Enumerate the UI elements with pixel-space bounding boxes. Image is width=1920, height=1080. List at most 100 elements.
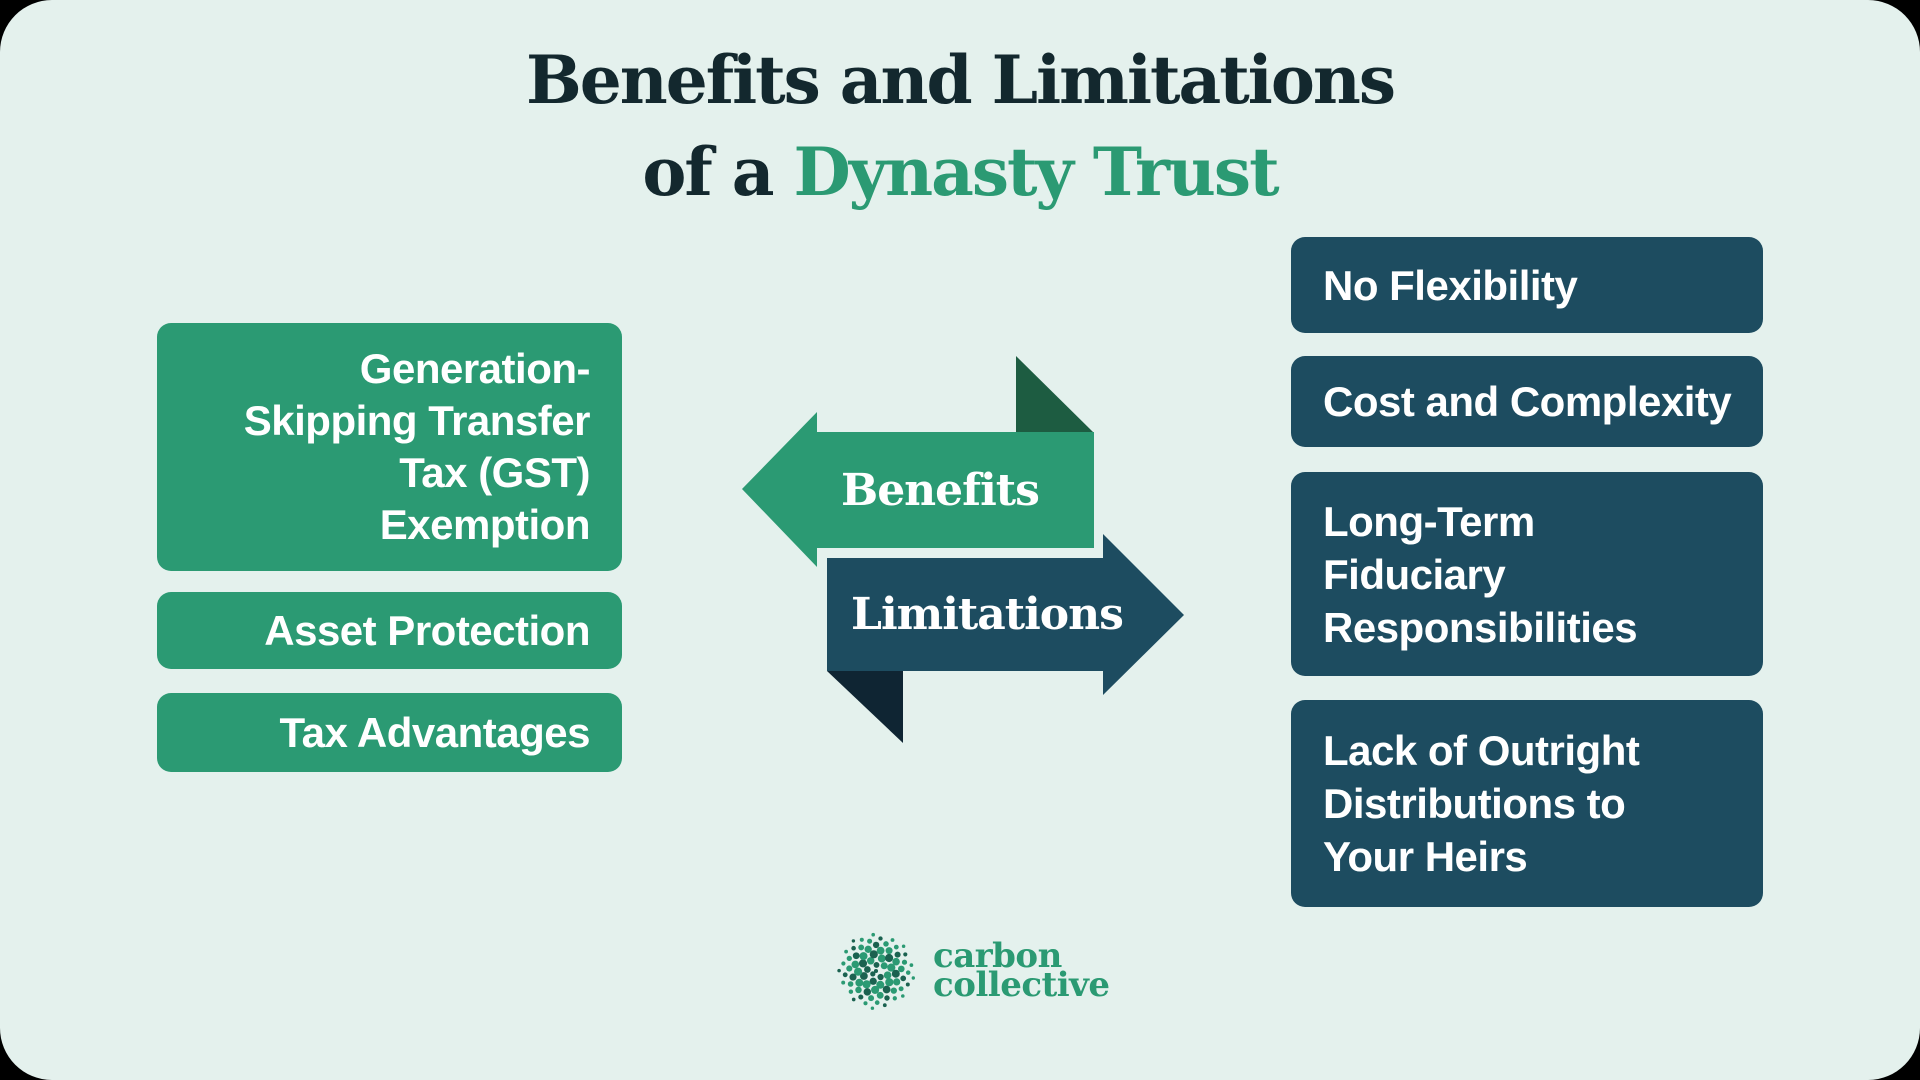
logo-dot bbox=[876, 980, 885, 989]
logo-dot bbox=[837, 968, 841, 973]
logo-dot bbox=[848, 989, 854, 994]
title-line-2-prefix: of a bbox=[642, 133, 794, 211]
logo-dot bbox=[877, 973, 884, 981]
logo-dot bbox=[882, 985, 891, 994]
logo-dot bbox=[885, 953, 894, 963]
logo-dot bbox=[873, 968, 879, 974]
logo-dot bbox=[867, 938, 873, 944]
title-accent: Dynasty Trust bbox=[793, 133, 1280, 211]
logo-dot bbox=[870, 1006, 875, 1010]
logo-dot bbox=[894, 951, 901, 958]
logo-dot bbox=[882, 1003, 887, 1008]
logo-dot bbox=[846, 965, 853, 972]
logo-dot bbox=[878, 936, 883, 941]
logo-dot bbox=[890, 938, 895, 942]
logo-dot bbox=[876, 991, 884, 999]
logo-dot bbox=[905, 970, 911, 975]
logo-dot bbox=[877, 954, 886, 963]
logo-dot bbox=[869, 977, 877, 985]
logo-dot bbox=[855, 986, 862, 994]
logo-dot bbox=[866, 957, 875, 965]
logo-dot bbox=[854, 967, 863, 976]
logo-dot bbox=[901, 959, 908, 965]
logo-dot bbox=[864, 966, 871, 973]
limitations-arrow-fold-icon bbox=[827, 671, 903, 743]
logo-dot bbox=[864, 945, 872, 953]
logo: carbon collective bbox=[834, 929, 1110, 1013]
text-line: Exemption bbox=[379, 501, 591, 548]
logo-dot bbox=[909, 963, 914, 967]
logo-dot bbox=[851, 945, 856, 951]
logo-text-line-1: carbon bbox=[933, 936, 1062, 976]
text-line: Long-Term bbox=[1323, 497, 1535, 545]
logo-dot bbox=[901, 994, 905, 998]
benefit-card-asset-protection: Asset Protection bbox=[157, 592, 622, 669]
page-title: Benefits and Limitations of a Dynasty Tr… bbox=[0, 34, 1920, 218]
logo-dot bbox=[884, 995, 890, 1001]
logo-sphere-icon bbox=[837, 932, 915, 1010]
text-line: Responsibilities bbox=[1323, 603, 1638, 651]
logo-dot bbox=[859, 937, 864, 942]
logo-text-line-2: collective bbox=[933, 965, 1110, 1005]
benefits-arrow-icon bbox=[742, 412, 1094, 567]
logo-dot bbox=[842, 972, 848, 978]
logo-dot bbox=[869, 950, 878, 959]
logo-dot bbox=[892, 957, 900, 966]
logo-dot bbox=[905, 982, 910, 987]
logo-dot bbox=[859, 952, 868, 961]
logo-dot bbox=[858, 994, 864, 1000]
logo-dot bbox=[893, 978, 901, 986]
logo-dot bbox=[851, 997, 856, 1002]
logo-dot bbox=[897, 965, 905, 973]
benefit-card-tax-advantages: Tax Advantages bbox=[157, 693, 622, 772]
logo-dot bbox=[901, 944, 906, 948]
limitation-card-no-flexibility: No Flexibility bbox=[1291, 237, 1763, 333]
text-line: Your Heirs bbox=[1323, 833, 1528, 880]
logo-dot bbox=[851, 960, 860, 969]
logo-dot bbox=[841, 961, 846, 966]
ribbon-arrows-graphic bbox=[742, 356, 1184, 743]
logo-dot bbox=[851, 939, 856, 943]
logo-dot bbox=[885, 947, 893, 955]
logo-dot bbox=[868, 995, 875, 1002]
logo-dot bbox=[876, 946, 885, 955]
text-line: Tax Advantages bbox=[279, 708, 591, 756]
limitations-column: No Flexibility Cost and Complexity Long-… bbox=[1291, 237, 1763, 907]
text-line: Cost and Complexity bbox=[1323, 378, 1732, 425]
logo-dot bbox=[880, 962, 888, 970]
logo-dot bbox=[871, 985, 880, 994]
text-line: Fiduciary bbox=[1323, 550, 1506, 598]
logo-dot bbox=[847, 981, 854, 987]
logo-dot bbox=[841, 980, 846, 985]
text-line: Asset Protection bbox=[264, 606, 590, 654]
text-line: Generation- bbox=[359, 345, 591, 392]
text-line: No Flexibility bbox=[1323, 261, 1578, 309]
benefits-arrow-fold-icon bbox=[1016, 356, 1093, 432]
logo-dot bbox=[873, 961, 880, 968]
logo-dot bbox=[871, 932, 876, 937]
logo-dot bbox=[883, 971, 892, 980]
limitations-arrow-label: Limitations bbox=[851, 589, 1124, 640]
title-line-2: of a Dynasty Trust bbox=[0, 126, 1920, 218]
logo-dot bbox=[846, 955, 852, 962]
logo-dot bbox=[863, 1001, 868, 1006]
logo-dot bbox=[862, 980, 871, 989]
logo-dot bbox=[890, 987, 897, 994]
logo-dot bbox=[858, 959, 868, 968]
logo-dot bbox=[852, 952, 860, 960]
text-line: Distributions to bbox=[1323, 780, 1626, 827]
limitation-card-cost-complexity: Cost and Complexity bbox=[1291, 356, 1763, 447]
logo-text: carbon collective bbox=[933, 936, 1110, 1005]
logo-dot bbox=[892, 996, 897, 1001]
limitations-arrow-icon bbox=[827, 534, 1184, 695]
logo-dot bbox=[903, 952, 908, 957]
text-line: Lack of Outright bbox=[1323, 727, 1640, 774]
logo-dot bbox=[898, 986, 904, 992]
logo-dot bbox=[891, 969, 900, 978]
logo-dot bbox=[874, 1000, 880, 1005]
